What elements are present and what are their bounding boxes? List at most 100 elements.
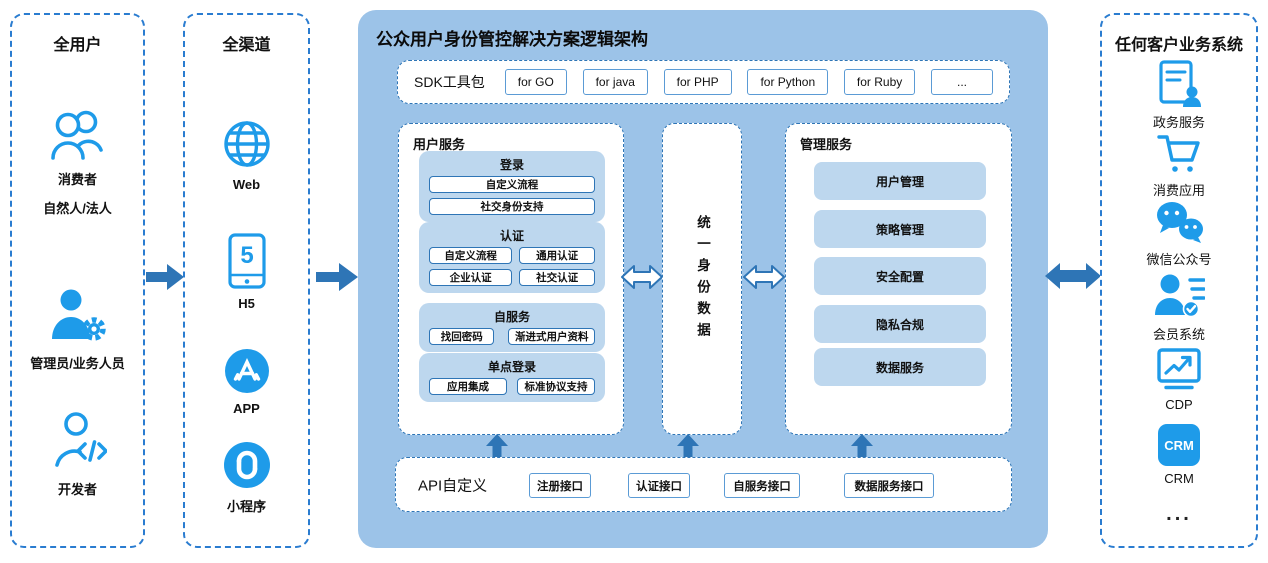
arrow-platform-systems bbox=[1045, 263, 1101, 289]
arrow-users-to-channels bbox=[146, 264, 184, 290]
sso-group: 单点登录 应用集成 标准协议支持 bbox=[419, 353, 605, 402]
gov-service-item: 政务服务 bbox=[1102, 59, 1256, 131]
h5-icon: 5 bbox=[227, 233, 266, 289]
capability-chip: 找回密码 bbox=[429, 328, 495, 345]
channels-panel: 全渠道 Web 5 H5 bbox=[183, 13, 310, 548]
capability-chip: 社交身份支持 bbox=[429, 198, 595, 215]
wechat-oa-item: 微信公众号 bbox=[1102, 200, 1256, 268]
authentication-group: 认证 自定义流程 通用认证 企业认证 社交认证 bbox=[419, 222, 605, 293]
sdk-chip-more: ... bbox=[931, 69, 993, 95]
developer-item: 开发者 bbox=[12, 411, 143, 498]
consumer-app-item: 消费应用 bbox=[1102, 131, 1256, 199]
user-services-box: 用户服务 登录 自定义流程 社交身份支持 认证 自定义流程 通用认证 企业认证 bbox=[398, 123, 624, 435]
self-service-group-title: 自服务 bbox=[493, 310, 530, 324]
more-systems-item: ... bbox=[1102, 503, 1256, 526]
arrow-channels-to-platform bbox=[316, 263, 358, 291]
arrow-api-to-identity bbox=[677, 434, 699, 458]
self-service-group: 自服务 找回密码 渐进式用户资料 bbox=[419, 303, 605, 352]
sdk-chip: for PHP bbox=[663, 69, 732, 95]
wechat-icon bbox=[1157, 202, 1203, 243]
users-panel: 全用户 消费者 自然人/法人 管理员/业务人员 bbox=[10, 13, 145, 548]
sdk-toolkit-label: SDK工具包 bbox=[414, 74, 485, 90]
management-item: 策略管理 bbox=[814, 210, 986, 248]
wechat-oa-label: 微信公众号 bbox=[1146, 252, 1212, 267]
management-item: 安全配置 bbox=[814, 257, 986, 295]
arrow-userservices-identity bbox=[621, 265, 663, 289]
miniprogram-label: 小程序 bbox=[226, 499, 266, 514]
cdp-item: CDP bbox=[1102, 346, 1256, 412]
sdk-toolkit-box: SDK工具包 for GO for java for PHP for Pytho… bbox=[397, 60, 1010, 104]
cdp-icon bbox=[1157, 348, 1201, 390]
api-chip: 认证接口 bbox=[628, 473, 690, 498]
api-custom-label: API自定义 bbox=[418, 477, 488, 494]
user-services-title: 用户服务 bbox=[413, 137, 466, 152]
users-panel-title: 全用户 bbox=[53, 37, 102, 54]
capability-chip: 渐进式用户资料 bbox=[508, 328, 595, 345]
platform-title: 公众用户身份管控解决方案逻辑架构 bbox=[376, 30, 648, 49]
capability-chip: 社交认证 bbox=[519, 269, 595, 286]
login-group-title: 登录 bbox=[499, 158, 524, 172]
sdk-items: for GO for java for PHP for Python for R… bbox=[504, 69, 993, 95]
h5-label: H5 bbox=[238, 296, 255, 311]
developer-label: 开发者 bbox=[57, 482, 97, 497]
sdk-chip: for Ruby bbox=[843, 69, 916, 95]
app-icon bbox=[224, 349, 269, 393]
arrow-api-to-management bbox=[851, 434, 873, 458]
api-custom-box: API自定义 注册接口 认证接口 自服务接口 数据服务接口 bbox=[395, 457, 1012, 512]
consumers-item: 消费者 自然人/法人 bbox=[12, 107, 143, 217]
capability-chip: 应用集成 bbox=[429, 378, 507, 395]
developer-icon bbox=[54, 412, 107, 467]
web-icon bbox=[223, 121, 270, 167]
web-item: Web bbox=[185, 117, 308, 192]
svg-text:5: 5 bbox=[240, 242, 253, 269]
sdk-chip: for java bbox=[582, 69, 648, 95]
capability-chip: 企业认证 bbox=[429, 269, 513, 286]
gov-service-icon bbox=[1159, 60, 1201, 107]
h5-item: 5 H5 bbox=[185, 232, 308, 311]
ellipsis-icon: ... bbox=[1166, 503, 1192, 525]
consumers-icon bbox=[50, 110, 103, 160]
admin-item: 管理员/业务人员 bbox=[12, 287, 143, 372]
channels-panel-title: 全渠道 bbox=[222, 37, 271, 54]
login-group: 登录 自定义流程 社交身份支持 bbox=[419, 151, 605, 222]
management-item: 用户管理 bbox=[814, 162, 986, 200]
miniprogram-icon bbox=[223, 442, 270, 488]
arrow-api-to-userservices bbox=[486, 434, 508, 458]
gov-service-label: 政务服务 bbox=[1152, 115, 1205, 130]
arrow-identity-management bbox=[743, 265, 785, 289]
cdp-label: CDP bbox=[1165, 397, 1193, 412]
identity-data-box: 统一身份数据 bbox=[662, 123, 742, 435]
sso-group-title: 单点登录 bbox=[487, 360, 536, 374]
admin-label: 管理员/业务人员 bbox=[30, 356, 125, 371]
management-services-box: 管理服务 用户管理 策略管理 安全配置 隐私合规 数据服务 bbox=[785, 123, 1012, 435]
management-item: 数据服务 bbox=[814, 348, 986, 386]
capability-chip: 自定义流程 bbox=[429, 247, 513, 264]
consumers-sublabel: 自然人/法人 bbox=[43, 201, 112, 216]
management-services-title: 管理服务 bbox=[800, 137, 853, 152]
crm-item: CRM CRM bbox=[1102, 424, 1256, 486]
app-label: APP bbox=[233, 401, 260, 416]
systems-panel: 任何客户业务系统 政务服务 消费应用 bbox=[1100, 13, 1258, 548]
cart-icon bbox=[1157, 135, 1200, 172]
member-icon bbox=[1155, 274, 1205, 318]
platform-block: 公众用户身份管控解决方案逻辑架构 SDK工具包 for GO for java … bbox=[358, 10, 1048, 548]
miniprogram-item: 小程序 bbox=[185, 440, 308, 515]
crm-icon: CRM bbox=[1158, 424, 1200, 466]
sdk-chip: for GO bbox=[504, 69, 567, 95]
api-chip: 自服务接口 bbox=[724, 473, 800, 498]
consumers-label: 消费者 bbox=[57, 172, 97, 187]
api-chip: 注册接口 bbox=[529, 473, 591, 498]
capability-chip: 通用认证 bbox=[519, 247, 595, 264]
consumer-app-label: 消费应用 bbox=[1152, 183, 1205, 198]
api-chip: 数据服务接口 bbox=[844, 473, 934, 498]
app-item: APP bbox=[185, 347, 308, 416]
member-system-item: 会员系统 bbox=[1102, 273, 1256, 343]
web-label: Web bbox=[232, 177, 261, 192]
capability-chip: 自定义流程 bbox=[429, 176, 595, 193]
management-item: 隐私合规 bbox=[814, 305, 986, 343]
identity-data-title: 统一身份数据 bbox=[695, 214, 710, 344]
member-system-label: 会员系统 bbox=[1152, 327, 1205, 342]
systems-panel-title: 任何客户业务系统 bbox=[1114, 37, 1243, 54]
sdk-chip: for Python bbox=[747, 69, 829, 95]
